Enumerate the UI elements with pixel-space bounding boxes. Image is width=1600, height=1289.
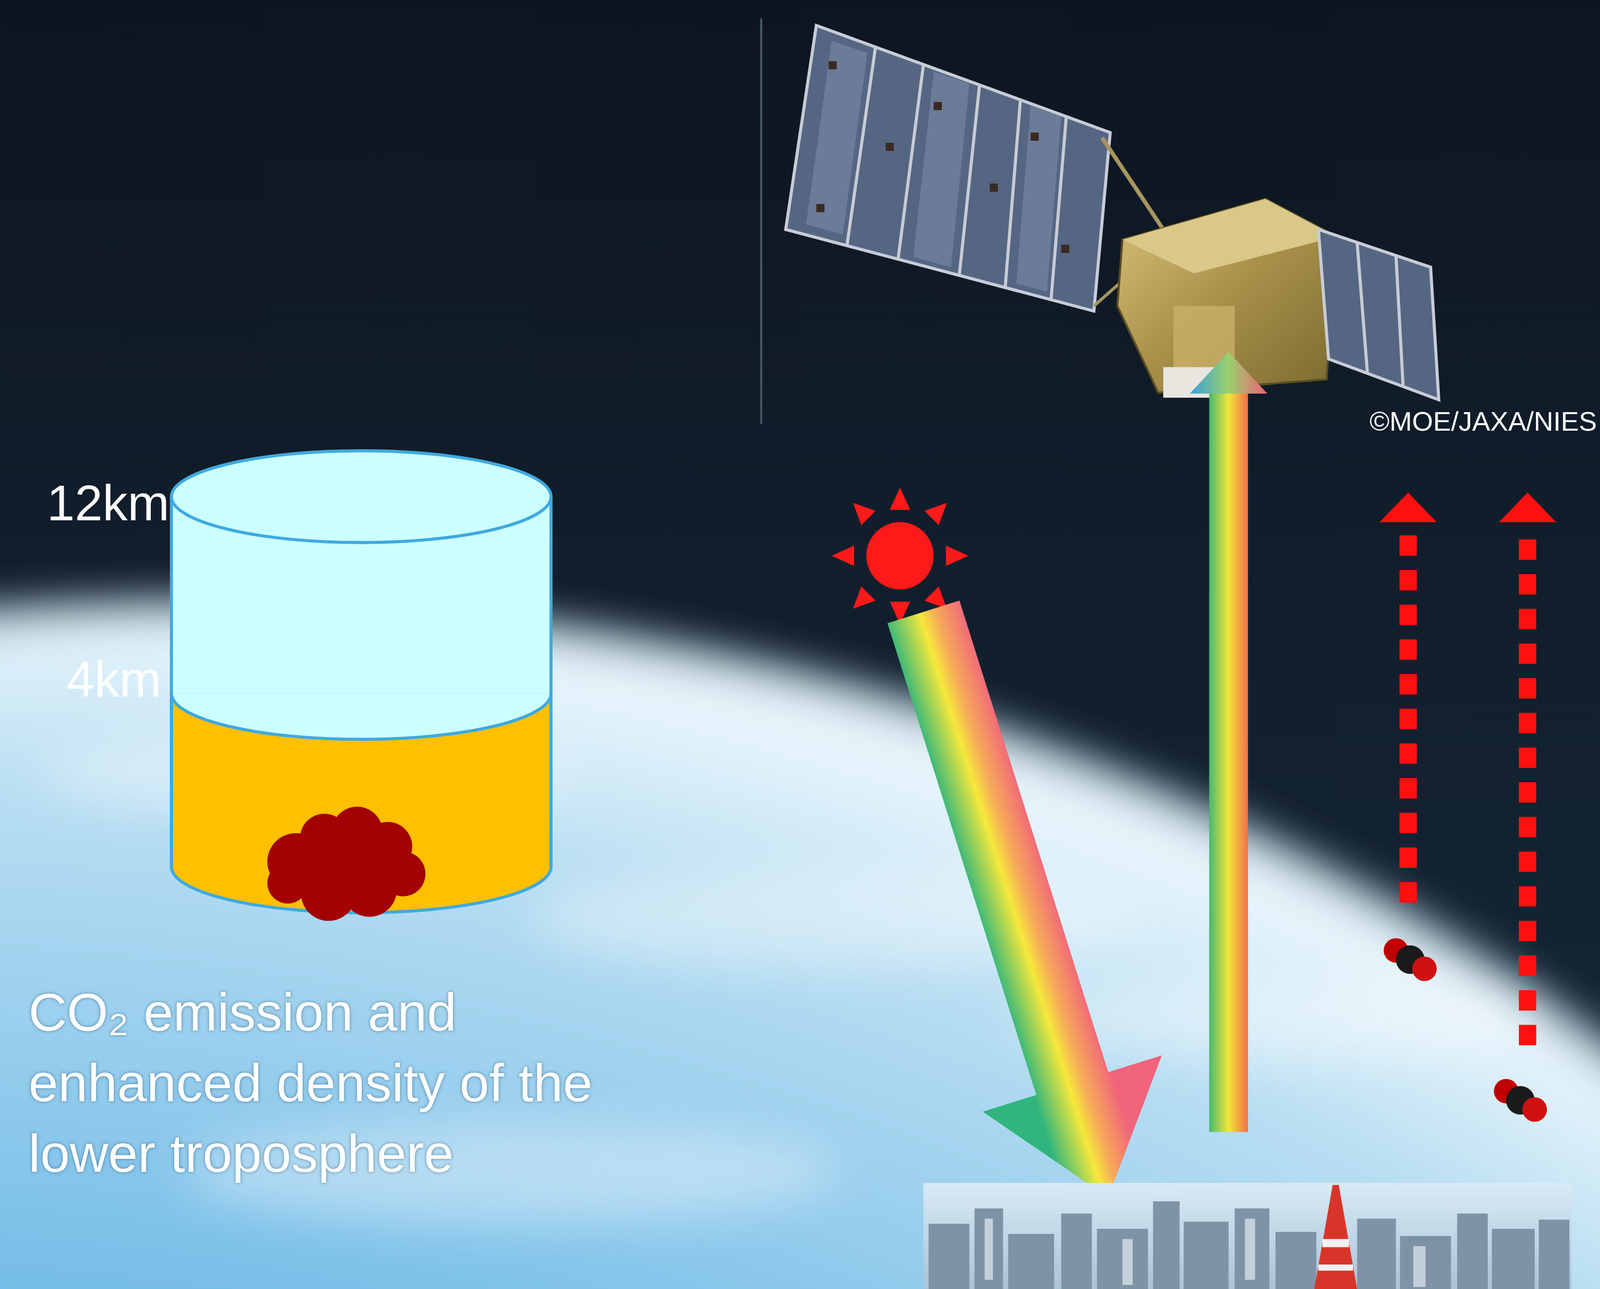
tower [1314, 1185, 1358, 1289]
altitude-label: 12km [47, 474, 170, 532]
altitude-label: 4km [66, 650, 162, 709]
atmosphere-cylinder [171, 450, 552, 913]
earth-glow [0, 601, 1600, 1289]
separator-line [760, 18, 763, 425]
copyright-notice: ©MOE/JAXA/NIES [1369, 405, 1597, 437]
sunlight-arrow [834, 583, 1198, 1226]
satellite [785, 25, 1439, 400]
co2-rising-arrow [1379, 492, 1556, 1046]
co2-cloud [267, 807, 426, 922]
reflected-light-arrow [1189, 352, 1268, 1133]
co2-molecule [1383, 938, 1547, 1123]
emission-note: CO₂ emission and enhanced density of the… [28, 977, 690, 1190]
sun-icon [831, 487, 969, 625]
city-skyline [923, 1183, 1571, 1289]
earth [0, 612, 1600, 1289]
